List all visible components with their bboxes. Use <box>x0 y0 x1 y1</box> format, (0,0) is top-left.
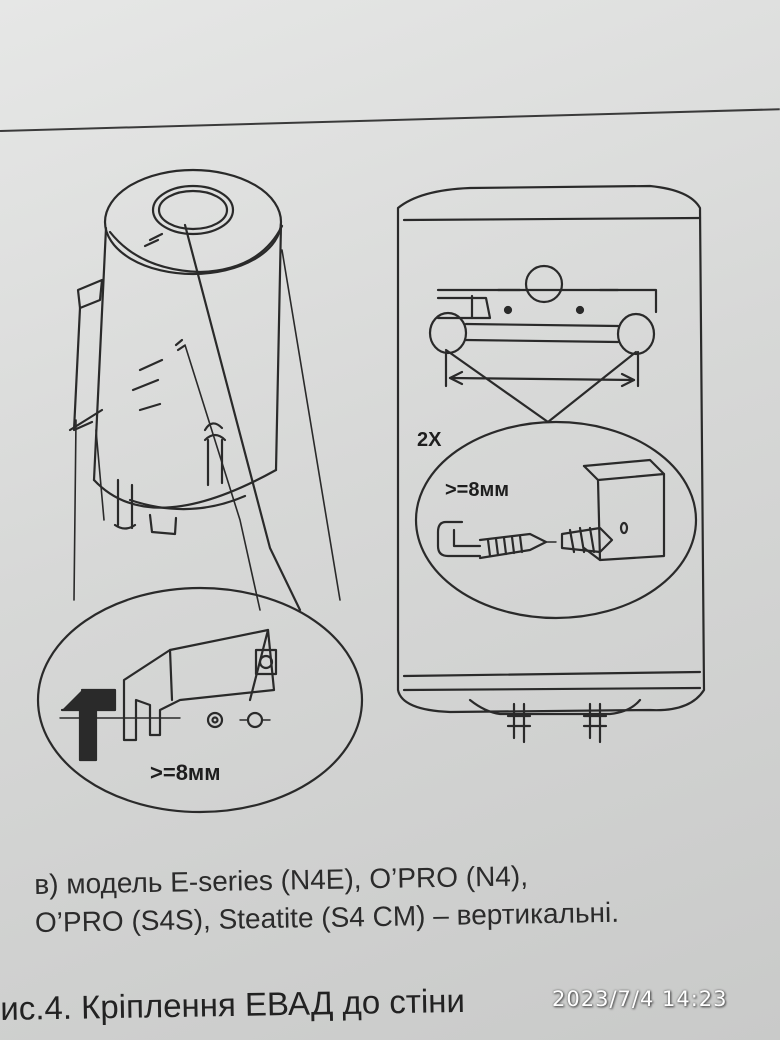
installation-illustration: >=8мм 2X >=8мм <box>36 168 706 814</box>
figure-caption: в) модель E-series (N4E), O’PRO (N4), O’… <box>34 853 755 942</box>
left-detail-circle <box>36 586 364 814</box>
left-clearance-label: >=8мм <box>150 760 220 785</box>
right-detail-circle <box>414 420 698 620</box>
photo-timestamp: 2023/7/4 14:23 <box>552 987 728 1011</box>
right-heater-drawing <box>396 184 706 744</box>
figure-title: ис.4. Кріплення ЕВАД до стіни <box>0 981 466 1027</box>
right-clearance-label: >=8мм <box>445 479 509 501</box>
left-heater-drawing <box>68 168 341 612</box>
right-count-label: 2X <box>417 429 442 451</box>
